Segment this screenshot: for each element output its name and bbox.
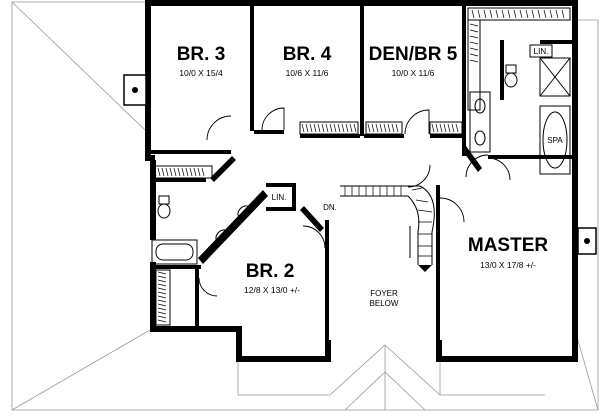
closet-br4 bbox=[299, 121, 359, 135]
stairs bbox=[340, 185, 435, 272]
foyer-label-line2: BELOW bbox=[370, 299, 399, 308]
closet-den bbox=[365, 121, 463, 135]
exterior-walls bbox=[145, 0, 578, 362]
hall-bath-fixtures bbox=[151, 195, 251, 265]
doors bbox=[198, 107, 511, 297]
closet-br2 bbox=[155, 269, 171, 326]
spa-label: SPA bbox=[547, 136, 563, 145]
room-br2-name: BR. 2 bbox=[246, 261, 295, 282]
room-br2-dims: 12/8 X 13/0 +/- bbox=[244, 285, 300, 295]
linen-label-top: LIN. bbox=[534, 47, 549, 56]
room-br3-name: BR. 3 bbox=[177, 44, 226, 65]
interior-walls bbox=[151, 6, 572, 345]
closet-master bbox=[467, 7, 571, 111]
foyer-label-line1: FOYER bbox=[370, 289, 398, 298]
room-br4-name: BR. 4 bbox=[283, 44, 332, 65]
roof-outline bbox=[11, 1, 599, 411]
room-master-name: MASTER bbox=[468, 235, 549, 256]
room-master-dims: 13/0 X 17/8 +/- bbox=[480, 260, 536, 270]
closet-br3 bbox=[151, 165, 213, 179]
bath-diagonal-walls bbox=[198, 146, 482, 264]
window-markers bbox=[123, 74, 597, 255]
master-bath-fixtures bbox=[469, 57, 571, 175]
room-den-name: DEN/BR 5 bbox=[369, 44, 458, 65]
linen-label-mid: LIN. bbox=[272, 193, 287, 202]
room-den-dims: 10/0 X 11/6 bbox=[392, 68, 435, 78]
room-br4-dims: 10/6 X 11/6 bbox=[286, 68, 329, 78]
stair-down-label: DN. bbox=[323, 203, 337, 212]
room-br3-dims: 10/0 X 15/4 bbox=[179, 68, 223, 78]
